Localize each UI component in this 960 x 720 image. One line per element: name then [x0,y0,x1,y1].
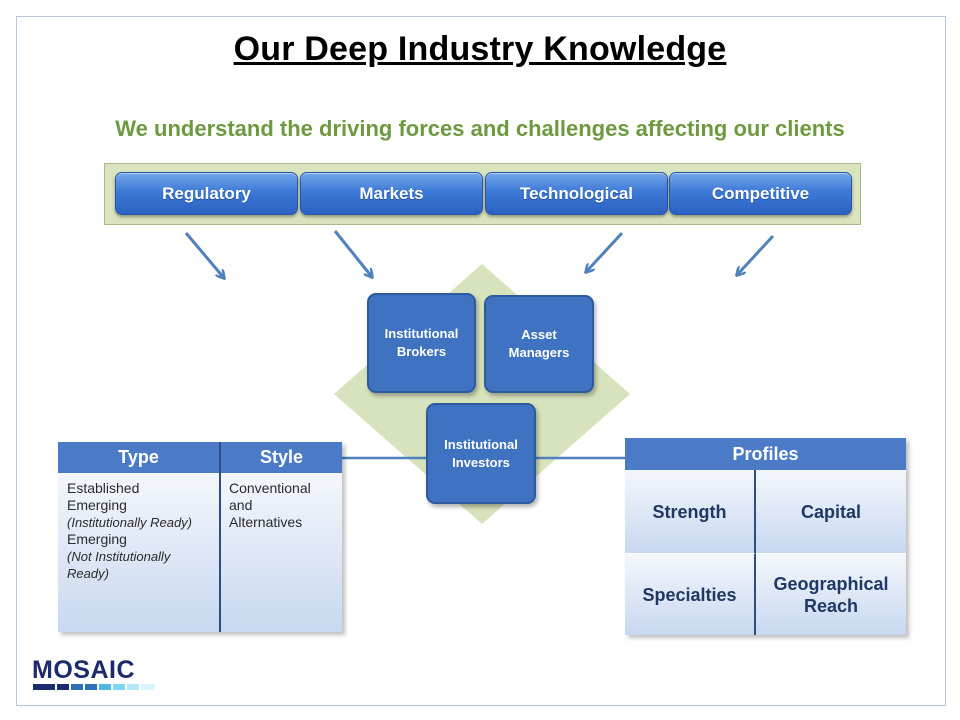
force-regulatory-button[interactable]: Regulatory [115,172,298,215]
profile-cell-specialties: Specialties [625,554,756,635]
asset-managers-label: Asset Managers [508,327,570,360]
page-title: Our Deep Industry Knowledge [233,30,727,68]
force-competitive-button[interactable]: Competitive [669,172,852,215]
type-line: Emerging [67,497,127,513]
institutional-investors-label: Institutional Investors [444,436,518,470]
asset-managers-box[interactable]: Asset Managers [484,295,594,393]
arrow-markets-icon [333,230,372,277]
profile-cell-geographical-reach: Geographical Reach [756,554,906,635]
type-line: (Institutionally Ready) [67,515,192,530]
profile-cell-capital: Capital [756,470,906,554]
force-technological-button[interactable]: Technological [485,172,668,215]
force-markets-button[interactable]: Markets [300,172,483,215]
type-header: Type [58,442,221,473]
type-line: (Not Institutionally Ready) [67,549,171,581]
institutional-investors-box[interactable]: Institutional Investors [426,403,536,504]
style-cell: Conventional and Alternatives [221,473,342,632]
profile-specialties-label: Specialties [642,584,737,605]
arrow-regulatory-icon [184,232,224,278]
slide-frame [16,16,946,706]
type-line: Emerging [67,531,127,547]
type-style-table: Type Style Established Emerging (Institu… [58,442,342,632]
style-header: Style [221,442,342,473]
mosaic-logo: MOSAIC [32,656,135,684]
style-text: Conventional and Alternatives [229,480,311,530]
type-list: Established Emerging (Institutionally Re… [67,480,210,582]
arrow-competitive-icon [737,234,775,275]
arrow-technological-icon [586,231,624,272]
profile-geographical-reach-label: Geographical Reach [773,573,889,616]
institutional-brokers-box[interactable]: Institutional Brokers [367,293,476,393]
type-line: Established [67,480,140,496]
page-subtitle: We understand the driving forces and cha… [115,116,845,141]
profile-capital-label: Capital [800,501,861,522]
type-cell: Established Emerging (Institutionally Re… [58,473,221,632]
profile-strength-label: Strength [652,501,727,522]
profiles-header: Profiles [625,438,906,470]
profile-cell-strength: Strength [625,470,756,554]
institutional-brokers-label: Institutional Brokers [384,326,459,359]
profiles-table: Profiles Strength Capital Specialties Ge… [625,438,906,635]
